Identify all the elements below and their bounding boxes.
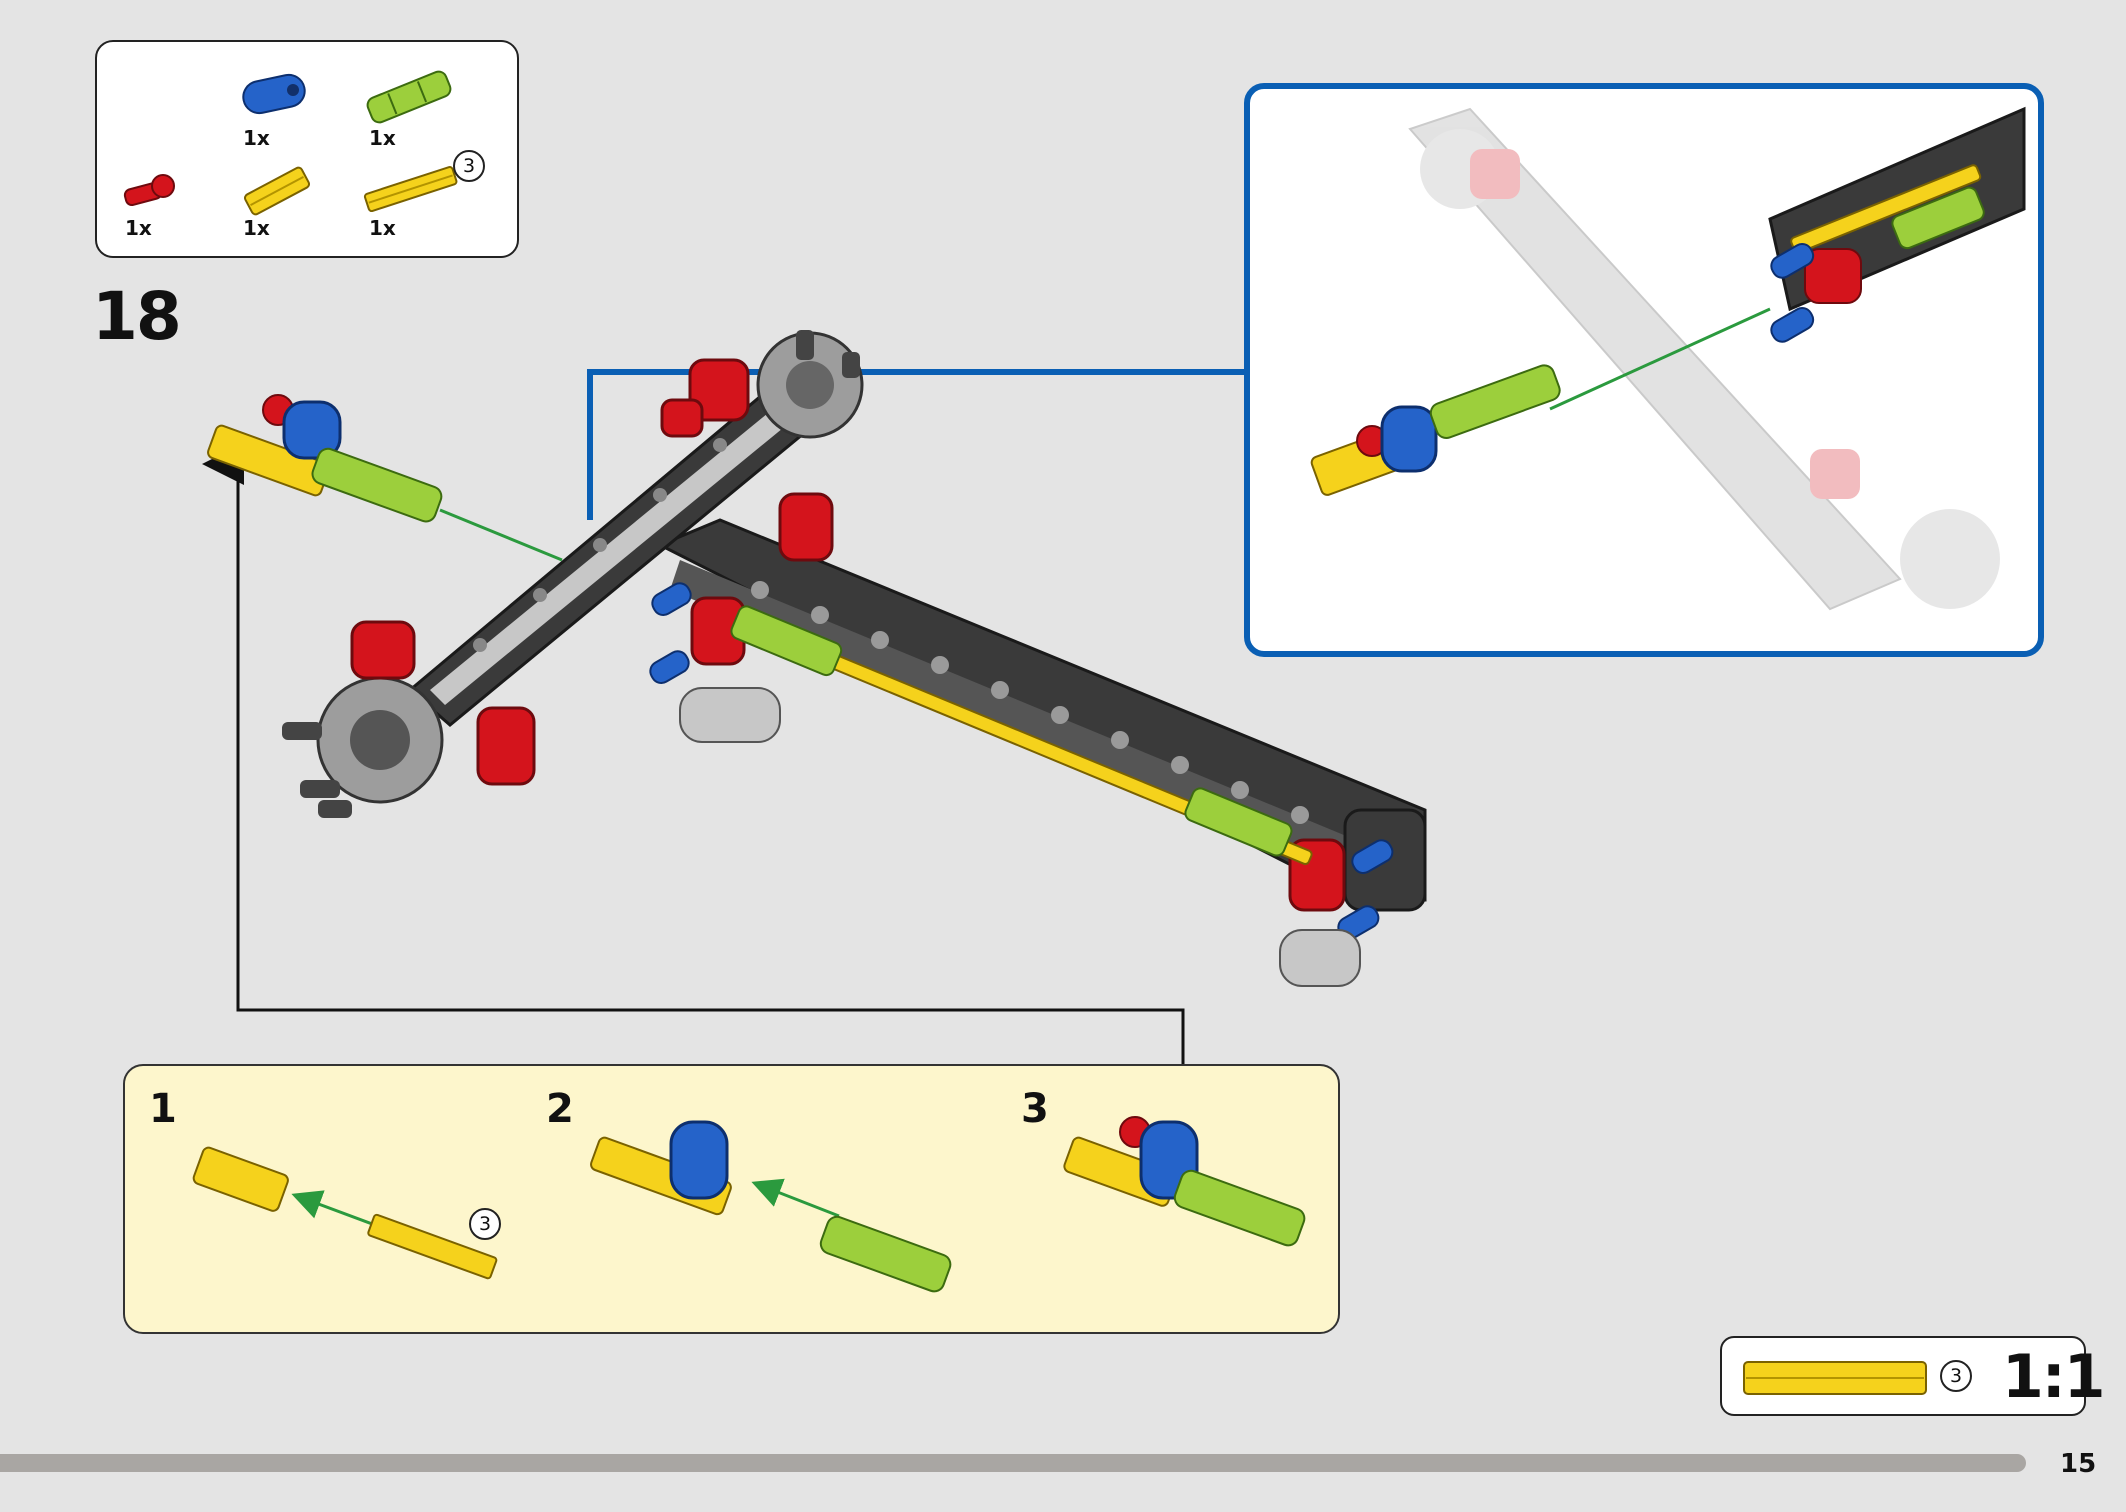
length-indicator: 3 — [453, 150, 485, 182]
scale-ratio: 1:1 — [2002, 1342, 2105, 1412]
yellow-axle-long-icon — [363, 166, 458, 213]
part-qty: 1x — [369, 126, 396, 150]
sub-step-number: 3 — [1021, 1086, 1049, 1132]
length-indicator: 3 — [469, 1208, 501, 1240]
gray-beam — [1279, 929, 1361, 987]
blue-connector-icon — [242, 73, 306, 115]
blue-connectors — [649, 582, 1394, 940]
long-frame-axle-assembly — [730, 605, 1313, 865]
step-number: 18 — [92, 278, 182, 355]
page-number: 15 — [2060, 1449, 2097, 1479]
sub-step-3-illustration — [1063, 1116, 1306, 1247]
sub-steps-illustration — [192, 1116, 1306, 1293]
part-qty: 1x — [243, 126, 270, 150]
sub-step-1-illustration — [192, 1146, 498, 1280]
sub-assembly-insert — [207, 394, 563, 562]
scale-reference: 3 1:1 — [1720, 1336, 2105, 1416]
part-qty: 1x — [125, 216, 152, 240]
parts-list-panel: 1x 1x 1x 1x 3 1x — [95, 40, 519, 258]
yellow-axle-short-icon — [243, 166, 311, 216]
red-pin-icon — [123, 174, 175, 207]
callout-connector-line — [587, 369, 1244, 520]
detail-callout — [1244, 83, 2044, 657]
part-qty: 1x — [243, 216, 270, 240]
sub-step-number: 2 — [546, 1086, 574, 1132]
lime-axle-connector-icon — [366, 70, 452, 124]
assembly-arrow — [202, 443, 1185, 1064]
page-progress-bar — [0, 1454, 2026, 1472]
sub-step-2-illustration — [590, 1120, 952, 1293]
length-indicator: 3 — [1940, 1360, 1972, 1392]
yellow-axle-scale-icon — [1743, 1361, 1927, 1395]
sub-steps-panel: 1 2 3 3 — [123, 1064, 1340, 1334]
wheel-hub-top — [756, 330, 864, 439]
sub-step-number: 1 — [149, 1086, 177, 1132]
gray-beam — [679, 687, 781, 743]
part-qty: 1x — [369, 216, 396, 240]
callout-illustration — [1310, 106, 2026, 611]
wheel-hub-left — [282, 676, 444, 818]
